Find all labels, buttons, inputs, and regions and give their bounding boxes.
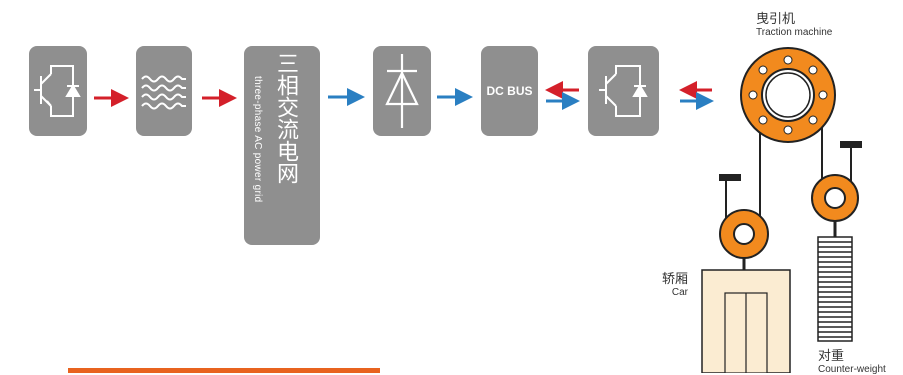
dc-bus-box: DC BUS [481,46,538,136]
car-label-en: Car [671,287,688,298]
car-label: 轿厢 Car [654,268,688,298]
reactor-icon [141,75,186,110]
filter-box [136,46,192,136]
counterweight-pulley [811,174,859,222]
traction-sheave [740,47,836,143]
hitch [840,141,862,148]
dc-bus-label: DC BUS [486,84,533,98]
inverter-box-left [29,46,87,136]
inverter-box-right [588,46,659,136]
rectifier-box [373,46,431,136]
igbt-icon [599,65,648,117]
grid-label-en: three-phase AC power grid [252,76,263,203]
accent-bar [68,368,380,373]
car-pulley [719,209,769,259]
traction-machine-label: 曳引机 Traction machine [756,8,832,38]
car-label-cn: 轿厢 [661,272,688,287]
counterweight-block [817,236,853,342]
traction-machine-label-en: Traction machine [756,27,833,38]
traction-machine-label-cn: 曳引机 [756,12,796,27]
elevator-car [701,269,791,373]
counterweight-label-en: Counter-weight [818,364,886,375]
counterweight-label-cn: 对重 [818,349,845,364]
grid-label-cn: 三相交流电网 [273,52,298,184]
igbt-icon [34,65,81,117]
ac-grid-box: 三相交流电网 three-phase AC power grid [244,46,320,245]
diode-icon [385,54,419,128]
counterweight-label: 对重 Counter-weight [818,345,886,375]
hitch [719,174,741,181]
